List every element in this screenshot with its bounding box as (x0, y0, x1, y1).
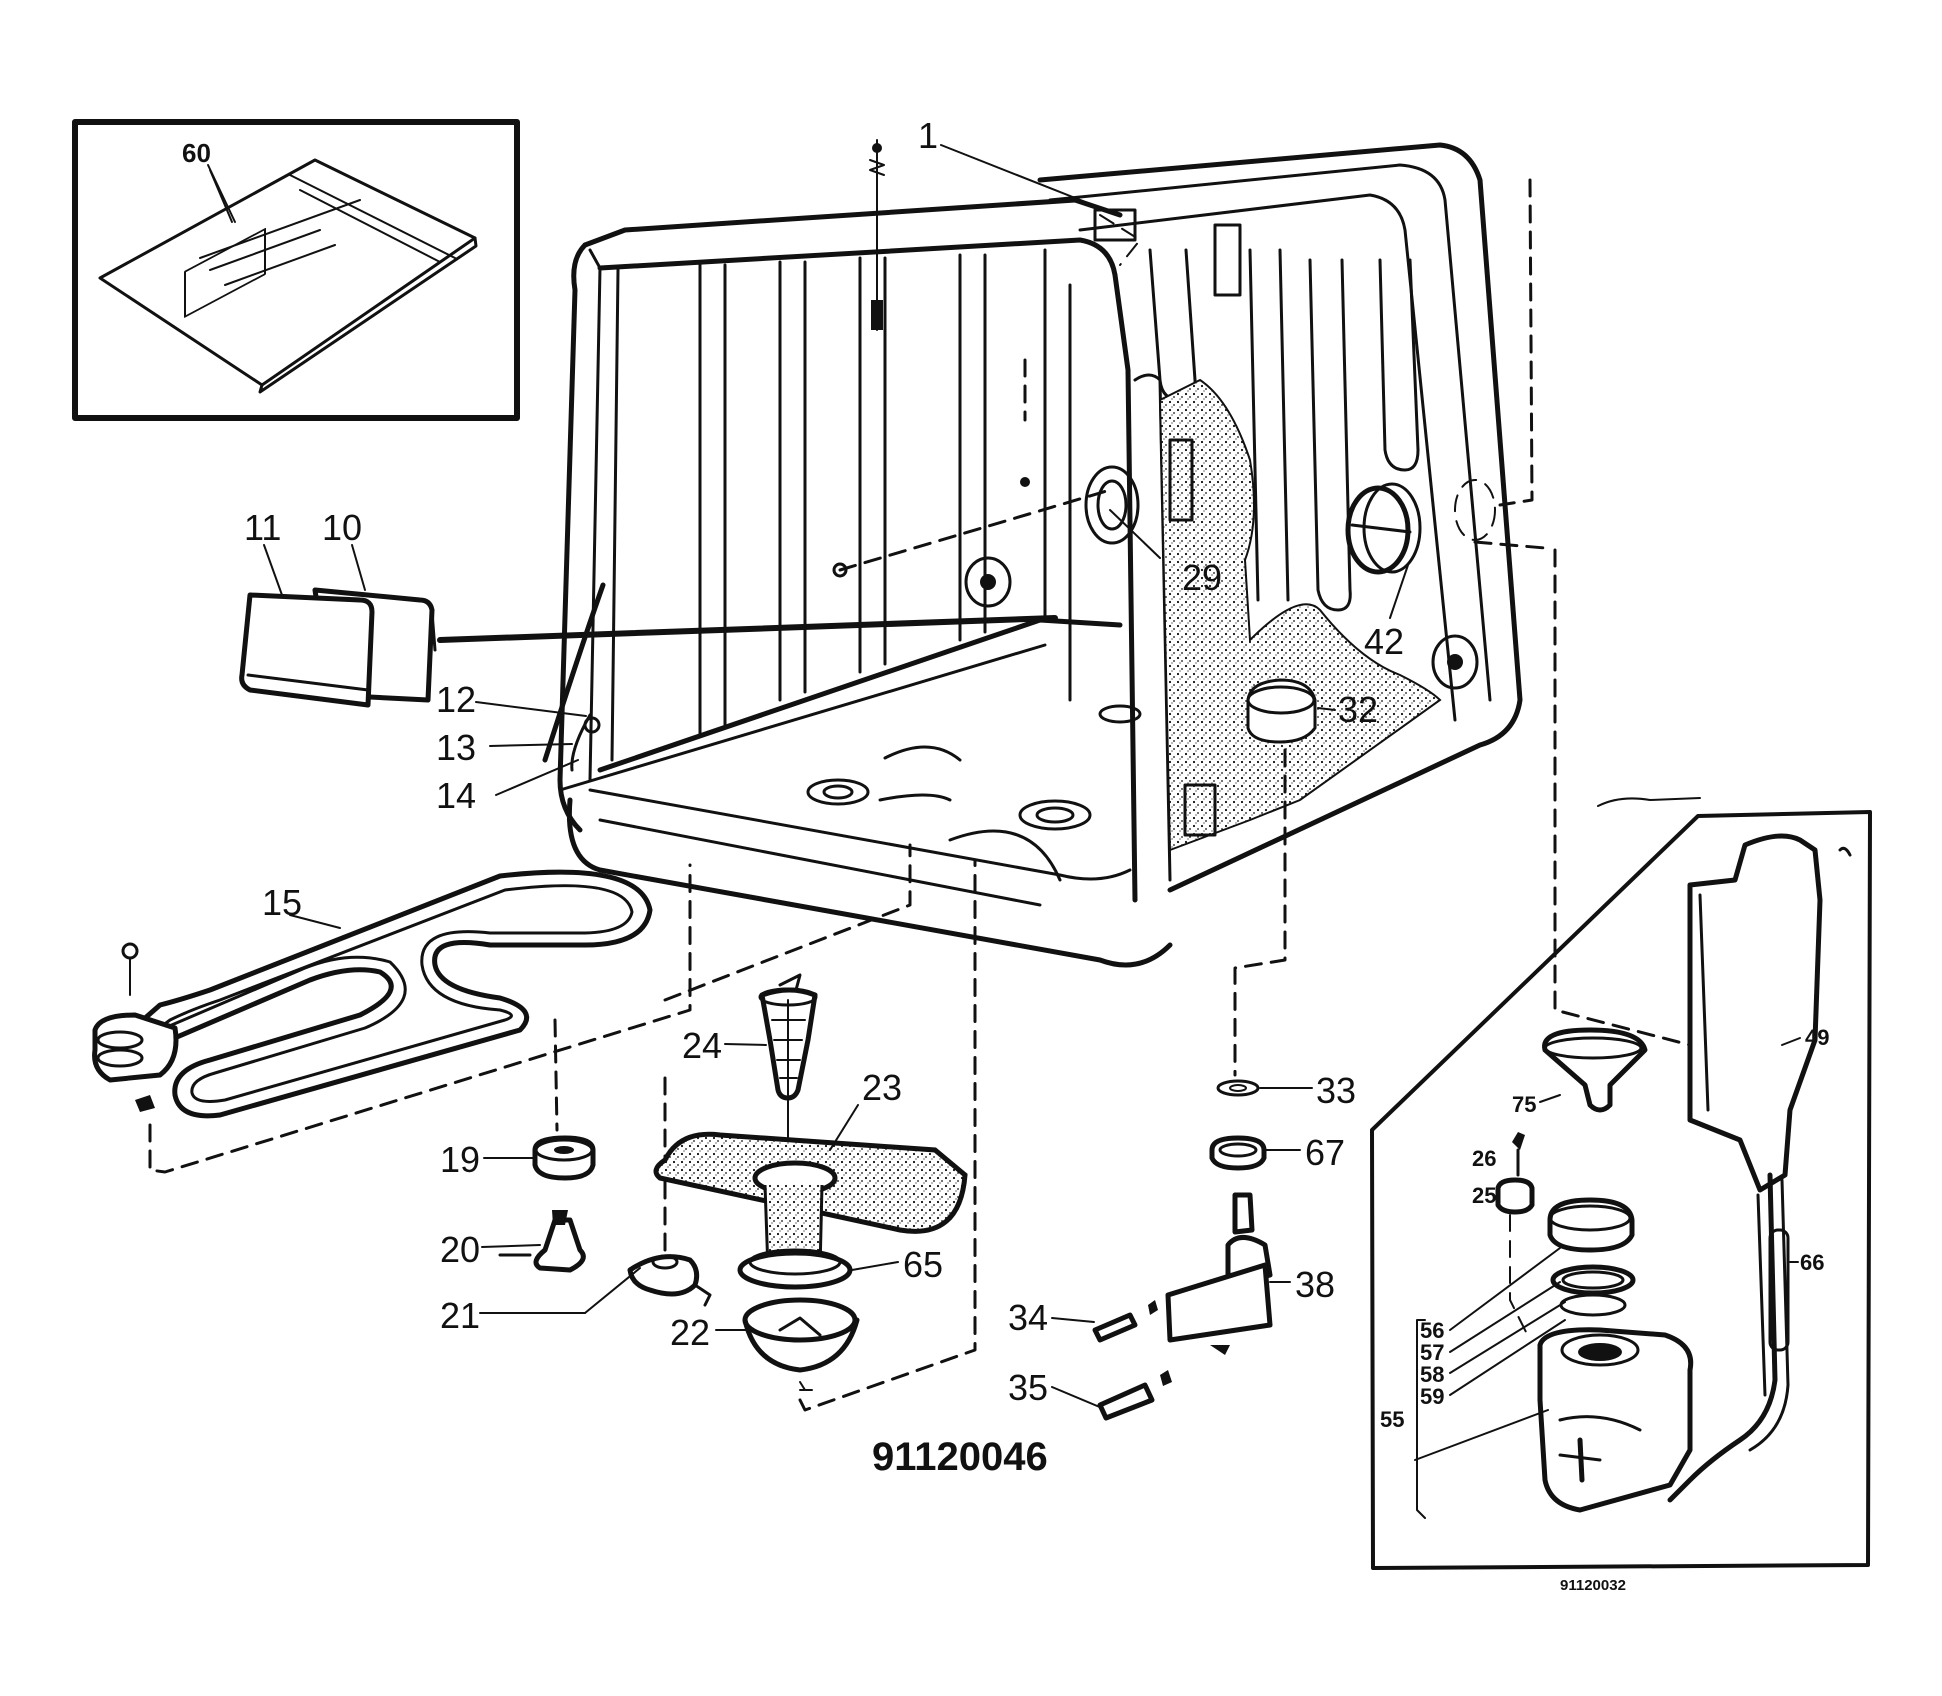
label-part-14: 14 (436, 775, 476, 816)
seal-parts-10-11 (239, 587, 1058, 708)
label-part-55: 55 (1380, 1407, 1404, 1432)
part-labels: 1 60 11 10 12 13 14 15 19 20 21 22 23 24… (182, 115, 1404, 1479)
label-part-67: 67 (1305, 1132, 1345, 1173)
label-part-66: 66 (1800, 1250, 1824, 1275)
inset-labels: 49 75 26 25 66 56 57 58 59 55 91120032 (1380, 1025, 1829, 1594)
label-part-21: 21 (440, 1295, 480, 1336)
label-part-13: 13 (436, 727, 476, 768)
leader-lines (207, 144, 1801, 1409)
label-part-26: 26 (1472, 1146, 1496, 1171)
label-part-75: 75 (1512, 1092, 1536, 1117)
label-part-60: 60 (182, 138, 211, 168)
hoses-12-13-14 (542, 582, 606, 772)
dishwasher-tub (557, 139, 1547, 968)
label-part-65: 65 (903, 1244, 943, 1285)
label-part-11: 11 (244, 507, 281, 548)
label-part-24: 24 (682, 1025, 722, 1066)
label-part-59: 59 (1420, 1384, 1444, 1409)
label-part-33: 33 (1316, 1070, 1356, 1111)
label-part-19: 19 (440, 1139, 480, 1180)
label-part-58: 58 (1420, 1362, 1444, 1387)
label-part-57: 57 (1420, 1340, 1444, 1365)
thermostat-parts (498, 1018, 712, 1307)
valve-assembly (1092, 748, 1287, 1421)
label-part-42: 42 (1364, 621, 1404, 662)
label-part-56: 56 (1420, 1318, 1444, 1343)
main-drawing-number: 91120046 (872, 1435, 1048, 1479)
label-part-10: 10 (322, 507, 362, 548)
dispenser-inset (1370, 548, 1872, 1570)
label-part-38: 38 (1295, 1264, 1335, 1305)
label-part-32: 32 (1338, 689, 1378, 730)
label-part-15: 15 (262, 882, 302, 923)
label-part-35: 35 (1008, 1367, 1048, 1408)
manual-inset-box (72, 119, 520, 421)
inset-drawing-number: 91120032 (1560, 1577, 1626, 1594)
label-part-25: 25 (1472, 1183, 1496, 1208)
element-terminal-block (92, 942, 179, 1112)
filter-sump-assembly (653, 843, 977, 1412)
label-part-1: 1 (918, 115, 938, 156)
label-part-12: 12 (436, 679, 476, 720)
label-part-22: 22 (670, 1312, 710, 1353)
label-part-49: 49 (1805, 1025, 1829, 1050)
label-part-20: 20 (440, 1229, 480, 1270)
heating-element (92, 863, 692, 1174)
label-part-29: 29 (1182, 557, 1222, 598)
label-part-34: 34 (1008, 1297, 1048, 1338)
label-part-23: 23 (862, 1067, 902, 1108)
